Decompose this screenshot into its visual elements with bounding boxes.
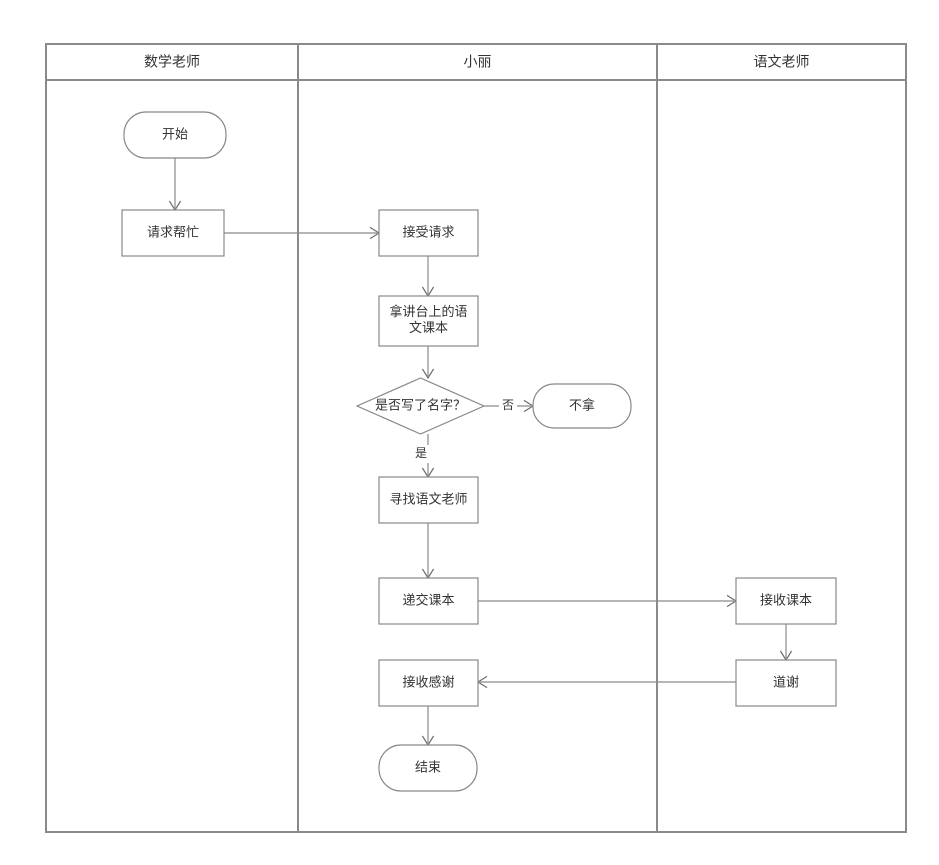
connectors: 否是 (168, 158, 793, 747)
lane-title-lane-chinese-teacher: 语文老师 (754, 54, 810, 70)
node-label-request-help: 请求帮忙 (147, 224, 199, 239)
flow-nodes: 开始请求帮忙接受请求拿讲台上的语文课本是否写了名字？不拿寻找语文老师递交课本接收… (121, 111, 837, 792)
node-label-take-textbook: 拿讲台上的语文课本 (389, 304, 467, 335)
node-shape-do-not-take[interactable] (532, 383, 632, 429)
node-shape-receive-textbook[interactable] (735, 577, 837, 625)
node-shape-take-textbook[interactable] (378, 295, 479, 347)
node-label-end: 结束 (415, 759, 441, 774)
node-label-start: 开始 (162, 126, 188, 141)
lane-headers: 数学老师 小丽 语文老师 (144, 54, 810, 70)
node-label-has-name-written: 是否写了名字？ (375, 397, 466, 412)
node-shape-start[interactable] (123, 111, 227, 159)
edge-label-bg-edge-decision-yes (412, 445, 430, 463)
node-shape-find-chinese-teacher[interactable] (378, 476, 479, 524)
lane-title-lane-xiaoli: 小丽 (464, 54, 492, 70)
node-label-do-not-take: 不拿 (569, 397, 595, 412)
node-shape-end[interactable] (378, 744, 478, 792)
edge-label-bg-edge-decision-no (499, 397, 517, 415)
node-label-accept-request: 接受请求 (402, 224, 454, 239)
node-shape-request-help[interactable] (121, 209, 225, 257)
lane-title-lane-math-teacher: 数学老师 (144, 54, 200, 70)
node-shape-hand-over-textbook[interactable] (378, 577, 479, 625)
node-shape-has-name-written[interactable] (355, 377, 486, 435)
node-shape-say-thanks[interactable] (735, 659, 837, 707)
node-label-receive-textbook: 接收课本 (760, 592, 812, 607)
node-label-receive-thanks: 接收感谢 (402, 674, 454, 689)
edge-label-edge-decision-no: 否 (502, 398, 514, 412)
node-shape-receive-thanks[interactable] (378, 659, 479, 707)
node-label-find-chinese-teacher: 寻找语文老师 (389, 491, 467, 506)
node-shape-accept-request[interactable] (378, 209, 479, 257)
node-label-say-thanks: 道谢 (773, 674, 799, 689)
node-label-hand-over-textbook: 递交课本 (402, 592, 454, 607)
arrowhead-edge-take-decision (421, 368, 435, 380)
edge-label-edge-decision-yes: 是 (415, 446, 427, 460)
